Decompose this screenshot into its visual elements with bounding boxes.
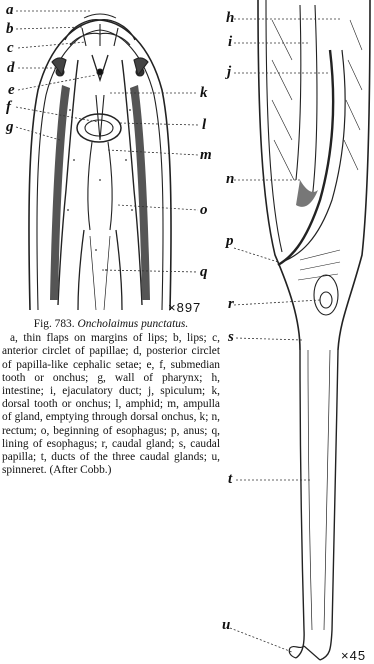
tail-leaders — [230, 19, 340, 652]
label-e: e — [8, 83, 15, 98]
label-k: k — [200, 86, 208, 101]
label-f: f — [6, 100, 11, 115]
caption-title: Fig. 783. Oncholaimus punctatus. — [2, 318, 220, 331]
label-t: t — [228, 472, 232, 487]
label-a: a — [6, 3, 14, 18]
label-b: b — [6, 22, 14, 37]
figure-number: Fig. 783. — [34, 318, 75, 330]
label-h: h — [226, 11, 234, 26]
label-l: l — [202, 118, 206, 133]
label-p: p — [226, 234, 234, 249]
head-drawing — [29, 14, 171, 310]
tail-drawing — [258, 0, 370, 660]
label-r: r — [228, 297, 234, 312]
label-u: u — [222, 618, 230, 633]
label-n: n — [226, 172, 234, 187]
label-i: i — [228, 35, 232, 50]
magnification-tail: ×45 — [341, 648, 366, 663]
label-o: o — [200, 203, 208, 218]
label-s: s — [228, 330, 234, 345]
label-m: m — [200, 148, 212, 163]
species-name: Oncholaimus punctatus. — [77, 318, 188, 330]
label-d: d — [7, 61, 15, 76]
figure-caption: Fig. 783. Oncholaimus punctatus. a, thin… — [2, 318, 220, 477]
magnification-head: ×897 — [168, 300, 201, 315]
label-q: q — [200, 265, 208, 280]
label-j: j — [227, 65, 231, 80]
label-g: g — [6, 120, 14, 135]
caption-text: a, thin flaps on margins of lips; b, lip… — [2, 332, 220, 477]
label-c: c — [7, 41, 14, 56]
